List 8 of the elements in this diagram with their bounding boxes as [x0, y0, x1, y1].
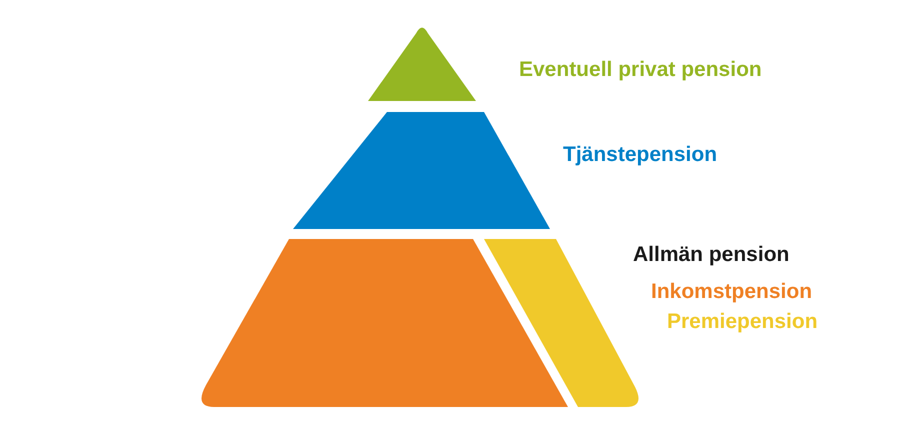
- pyramid-tier: [202, 239, 568, 407]
- pension-label: Inkomstpension: [651, 280, 812, 304]
- pyramid-tier: [368, 28, 476, 101]
- pension-label: Allmän pension: [633, 243, 790, 267]
- pension-label: Premiepension: [667, 310, 818, 334]
- pyramid-tier: [293, 112, 550, 229]
- tier-label: Eventuell privat pension: [519, 58, 762, 82]
- tier-label: Tjänstepension: [563, 143, 718, 167]
